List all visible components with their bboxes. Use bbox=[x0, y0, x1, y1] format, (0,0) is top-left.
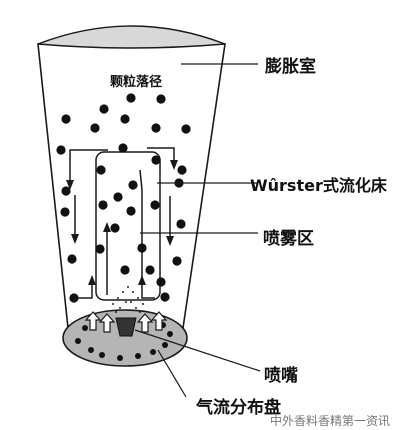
watermark-text: 中外香料香精第一资讯 bbox=[270, 414, 391, 428]
leader-lines bbox=[134, 63, 261, 398]
label-air-distributor-plate: 气流分布盘 bbox=[196, 398, 281, 418]
spray-droplets bbox=[112, 286, 144, 313]
label-expansion-chamber: 膨胀室 bbox=[265, 57, 316, 77]
circulation-path bbox=[69, 147, 175, 299]
chamber-top-cap bbox=[37, 25, 226, 49]
circulation-arrowheads bbox=[66, 160, 178, 285]
nozzle-shape bbox=[115, 317, 137, 337]
upflow-arrows bbox=[84, 311, 168, 333]
wurster-partition-tube bbox=[95, 151, 161, 301]
label-spray-zone: 喷雾区 bbox=[263, 229, 314, 249]
label-particle-fall-path: 颗粒落径 bbox=[110, 75, 163, 90]
label-wurster-bed: Wûrster式流化床 bbox=[250, 176, 387, 195]
particles bbox=[56, 93, 191, 303]
label-nozzle: 喷嘴 bbox=[264, 366, 298, 386]
